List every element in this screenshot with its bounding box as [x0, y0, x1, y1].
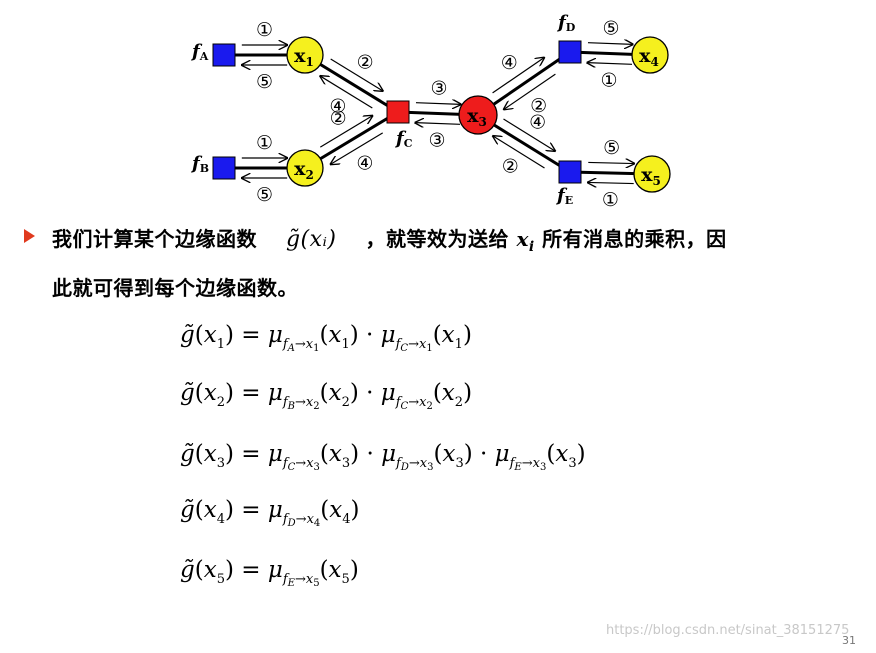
factor-subscript-fB: B	[200, 162, 209, 175]
factor-subscript-fE: E	[565, 194, 573, 207]
variable-node-x1	[286, 36, 324, 74]
factor-label-fC: fC	[394, 128, 413, 150]
variable-subscript-x1: 1	[305, 55, 313, 69]
bullet-text-part3: 所有消息的乘积，因	[542, 227, 727, 251]
factor-node-fA	[212, 43, 236, 67]
step-label-fB_x2-forward: ①	[256, 132, 273, 154]
step-label-fA_x1-back: ⑤	[256, 71, 273, 93]
message-arrow-x2_fC-forward	[319, 116, 372, 148]
step-label-x1_fC-back: ④	[329, 96, 346, 118]
marginal-equation-4: g̃(x4) = μfD→x4(x4)	[180, 497, 360, 529]
step-label-x2_fC-back: ④	[356, 152, 373, 174]
variable-i-subscript: i	[528, 239, 535, 255]
marginal-equation-5: g̃(x5) = μfE→x5(x5)	[180, 557, 359, 589]
message-arrow-fD_x4-forward	[587, 43, 633, 45]
bullet-text-line-1: 我们计算某个边缘函数 g̃(xᵢ) ，就等效为送给 xi 所有消息的乘积，因	[52, 223, 727, 255]
variable-subscript-x3: 3	[478, 115, 486, 129]
step-label-fC_x3-forward: ③	[430, 78, 447, 100]
message-arrow-fD_x4-back	[587, 63, 633, 65]
marginal-function-symbol: g̃(xᵢ)	[285, 227, 337, 252]
step-label-x3_fE-back: ②	[502, 156, 519, 178]
marginal-equation-2: g̃(x2) = μfB→x2(x2) · μfC→x2(x2)	[180, 380, 473, 412]
factor-subscript-fA: A	[199, 50, 209, 63]
variable-node-x4	[631, 36, 669, 74]
step-label-x1_fC-forward: ②	[357, 51, 374, 73]
step-label-fD_x4-forward: ⑤	[602, 18, 619, 40]
step-label-x2_fC-forward: ②	[330, 108, 347, 130]
message-arrow-x2_fC-back	[331, 132, 384, 164]
factor-node-fE	[558, 160, 582, 184]
watermark-url: https://blog.csdn.net/sinat_38151275	[606, 623, 850, 638]
factor-label-fB: fB	[190, 153, 209, 175]
step-label-fE_x5-forward: ⑤	[603, 137, 620, 159]
variable-subscript-x5: 5	[652, 174, 660, 188]
step-label-fA_x1-forward: ①	[256, 19, 273, 41]
bullet-text-part2: ，就等效为送给	[365, 227, 509, 251]
factor-label-fE: fE	[555, 185, 573, 207]
factor-label-fD: fD	[556, 12, 576, 34]
message-arrow-fE_x5-forward	[588, 162, 634, 163]
factor-subscript-fC: C	[404, 137, 413, 150]
variable-node-x2	[286, 149, 324, 187]
variable-subscript-x2: 2	[305, 168, 313, 182]
message-arrow-x3_fD-forward	[492, 58, 545, 94]
variable-subscript-x4: 4	[650, 55, 658, 69]
bullet-text-part1: 我们计算某个边缘函数	[52, 227, 257, 251]
marginal-equation-3: g̃(x3) = μfC→x3(x3) · μfD→x3(x3) · μfE→x…	[180, 441, 586, 473]
variable-node-x5	[633, 155, 671, 193]
factor-label-fA: fA	[190, 41, 209, 63]
variable-x-symbol: x	[516, 227, 529, 251]
factor-node-fC	[386, 100, 410, 124]
step-label-x3_fE-forward: ④	[529, 111, 546, 133]
bullet-arrow-icon	[24, 229, 35, 243]
step-label-fC_x3-back: ③	[429, 129, 446, 151]
step-label-fE_x5-back: ①	[602, 189, 619, 211]
factor-node-fD	[558, 40, 582, 64]
message-arrow-x3_fE-forward	[503, 118, 556, 151]
step-label-fD_x4-back: ①	[601, 69, 618, 91]
factor-node-fB	[212, 156, 236, 180]
message-arrow-x1_fC-forward	[330, 58, 383, 91]
marginal-equation-1: g̃(x1) = μfA→x1(x1) · μfC→x1(x1)	[180, 322, 472, 354]
message-arrow-fC_x3-back	[415, 123, 461, 125]
message-arrow-fC_x3-forward	[415, 103, 461, 105]
page-number: 31	[842, 634, 856, 647]
step-label-x3_fD-back: ②	[530, 95, 547, 117]
bullet-text-line-2: 此就可得到每个边缘函数。	[52, 276, 298, 300]
factor-subscript-fD: D	[566, 21, 576, 34]
step-label-fB_x2-back: ⑤	[256, 184, 273, 206]
message-arrow-fE_x5-back	[588, 182, 634, 183]
variable-node-x3	[458, 95, 498, 135]
step-label-x3_fD-forward: ④	[501, 52, 518, 74]
message-arrow-x3_fE-back	[493, 136, 545, 169]
message-arrow-x3_fD-back	[504, 73, 556, 109]
message-arrow-x1_fC-back	[320, 76, 373, 109]
